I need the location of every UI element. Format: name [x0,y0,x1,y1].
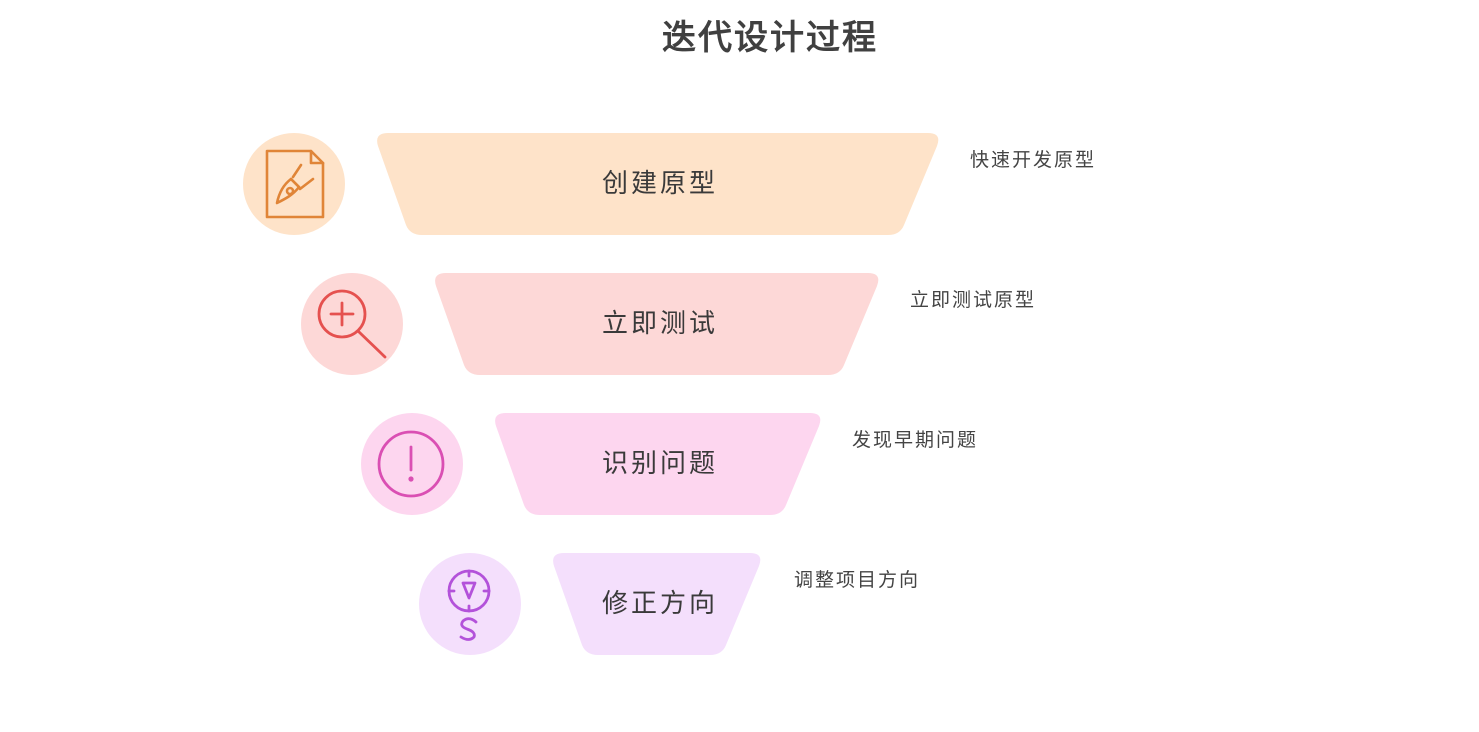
step-2-label: 立即测试 [601,309,718,339]
pen-document-icon [265,149,325,219]
funnel-step-1: 创建原型 快速开发原型 [0,133,1479,243]
step-4-icon-circle [419,553,521,655]
step-2-funnel-shape [435,273,879,375]
step-4-funnel-shape [553,553,761,655]
step-3-funnel-shape [495,413,821,515]
step-3-label: 识别问题 [601,449,718,479]
step-3-caption: 发现早期问题 [852,429,979,451]
step-1-label: 创建原型 [601,169,718,199]
step-2-caption: 立即测试原型 [910,289,1037,311]
step-3-icon-circle [361,413,463,515]
funnel-step-2: 立即测试 立即测试原型 [0,273,1479,383]
step-4-label: 修正方向 [601,589,718,619]
page-title: 迭代设计过程 [662,18,878,58]
step-2-icon-circle [301,273,403,375]
step-1-caption: 快速开发原型 [970,149,1097,171]
step-1-funnel-shape [377,133,939,235]
funnel-step-3: 识别问题 发现早期问题 [0,413,1479,523]
step-4-caption: 调整项目方向 [794,569,921,591]
funnel-step-4: 修正方向 调整项目方向 [0,553,1479,663]
compass-icon [447,569,491,641]
zoom-in-icon [317,289,387,359]
exclamation-circle-icon [377,430,445,498]
step-1-icon-circle [243,133,345,235]
